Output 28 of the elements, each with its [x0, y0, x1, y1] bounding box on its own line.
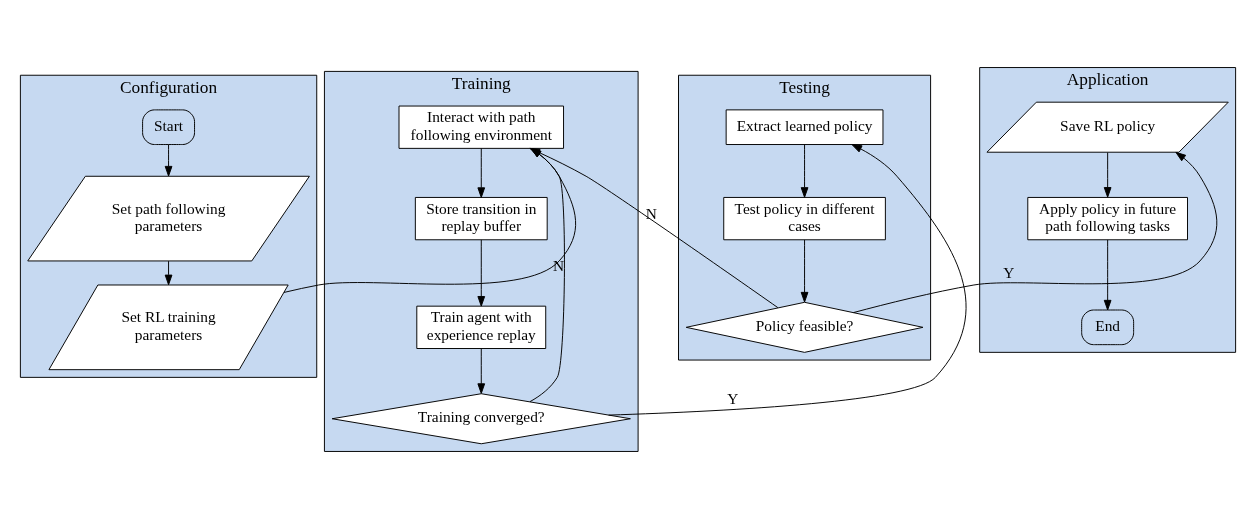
edge-label: N	[553, 256, 565, 274]
arrow	[800, 143, 809, 198]
node-box: Test policy in different cases	[723, 196, 886, 240]
arrow	[800, 238, 809, 302]
arrow	[283, 147, 577, 293]
node-diamond: Policy feasible?	[685, 301, 924, 353]
arrow	[1103, 151, 1112, 198]
node-box: Apply policy in future path following tasks	[1027, 196, 1188, 240]
arrow	[477, 147, 486, 198]
arrow	[477, 238, 486, 307]
node-box: Start	[142, 108, 195, 145]
arrow	[853, 151, 1218, 313]
arrow	[164, 260, 173, 285]
arrow	[529, 147, 565, 402]
edge-label: Y	[727, 389, 739, 407]
node-box: End	[1081, 309, 1135, 345]
node-diamond: Training converged?	[331, 392, 631, 444]
edge-label: Y	[1003, 263, 1015, 281]
arrow	[529, 147, 779, 308]
edge-label: N	[645, 204, 657, 222]
node-box: Extract learned policy	[725, 108, 884, 145]
arrow	[1103, 238, 1112, 310]
node-box: Store transition in replay buffer	[414, 196, 548, 240]
node-box: Interact with path following environment	[398, 105, 564, 149]
arrow	[477, 347, 486, 394]
arrow	[608, 143, 967, 416]
node-box: Train agent with experience replay	[416, 305, 547, 349]
arrow	[164, 143, 173, 176]
